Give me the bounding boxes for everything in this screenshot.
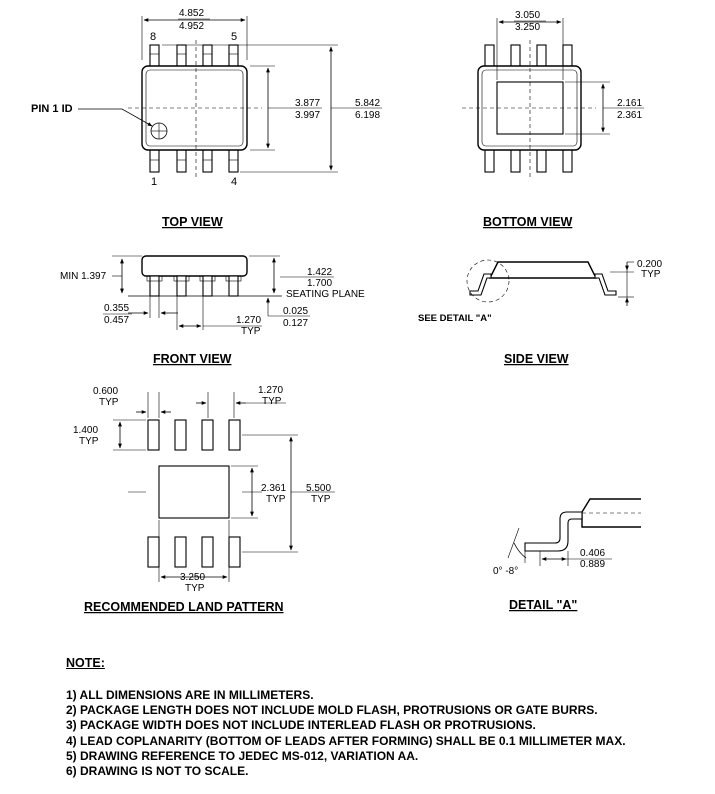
front-view-leads [146,275,242,297]
detail-a-callout-circle [466,259,510,303]
land-pad-w-typ: TYP [99,397,119,408]
land-pitch-typ: TYP [262,396,282,407]
land-pad-h-typ: TYP [79,436,99,447]
pin-1-id-label: PIN 1 ID [31,103,73,115]
bottom-view-leads [484,44,573,173]
bottom-pad-w-max: 3.250 [515,22,540,33]
note-item: 3) PACKAGE WIDTH DOES NOT INCLUDE INTERL… [66,718,536,733]
side-view-left-lead [469,273,492,296]
side-lead-t-typ: TYP [641,269,661,280]
front-standoff: MIN 1.397 [60,271,107,282]
top-view-upper-leads [149,44,239,68]
land-pad-h: 1.400 [73,425,98,436]
front-lead-w-max: 0.457 [104,315,129,326]
note-item: 4) LEAD COPLANARITY (BOTTOM OF LEADS AFT… [66,733,626,748]
land-pitch: 1.270 [258,385,283,396]
side-view-title: SIDE VIEW [504,352,569,366]
land-pattern-center-pad [158,465,230,519]
pin-5-label: 5 [231,31,237,43]
front-view: MIN 1.397 1.422 1.700 SEATING PLANE 0.35… [60,255,365,366]
top-view-lower-leads [149,147,239,173]
front-view-title: FRONT VIEW [153,352,232,366]
land-center-w: 3.250 [180,572,205,583]
top-view: PIN 1 ID 8 5 1 4 4.852 4.952 3.877 3.997… [31,8,382,229]
front-standoff2-min: 0.025 [283,306,308,317]
note-item: 1) ALL DIMENSIONS ARE IN MILLIMETERS. [66,688,314,702]
top-view-title: TOP VIEW [162,215,223,229]
notes-section: NOTE: 1) ALL DIMENSIONS ARE IN MILLIMETE… [66,656,706,779]
land-center-h: 2.361 [261,483,286,494]
bottom-pad-h-min: 2.161 [617,98,642,109]
side-lead-t: 0.200 [637,259,662,270]
side-view-right-lead [594,273,617,296]
front-pitch-typ: TYP [241,326,261,337]
notes-heading: NOTE: [66,656,105,670]
land-total-h: 5.500 [306,483,331,494]
detail-a-title: DETAIL "A" [509,598,577,612]
note-item: 2) PACKAGE LENGTH DOES NOT INCLUDE MOLD … [66,703,598,718]
front-view-package-body [141,255,248,277]
bottom-pad-w-min: 3.050 [515,10,540,21]
bottom-view-title: BOTTOM VIEW [483,215,573,229]
see-detail-a-label: SEE DETAIL "A" [418,313,492,324]
land-center-w-typ: TYP [185,583,205,594]
land-pattern-title: RECOMMENDED LAND PATTERN [84,600,284,614]
bottom-view: 3.050 3.250 2.161 2.361 BOTTOM VIEW [462,10,644,229]
detail-a: 0° -8° 0.406 0.889 DETAIL "A" [493,498,641,612]
land-pattern-lower-pads [147,536,241,568]
front-pitch: 1.270 [236,315,261,326]
front-standoff2-max: 0.127 [283,318,308,329]
top-width-min: 4.852 [179,8,204,19]
top-total-min: 5.842 [355,98,380,109]
pin-8-label: 8 [150,31,156,43]
land-center-h-typ: TYP [266,494,286,505]
seating-plane-label: SEATING PLANE [286,289,365,300]
land-pattern-upper-pads [147,419,241,451]
top-body-max: 3.997 [295,110,320,121]
detail-angle: 0° -8° [493,566,518,577]
side-view: 0.200 TYP SEE DETAIL "A" SIDE VIEW [418,259,662,366]
side-view-package-body [488,261,598,279]
top-width-max: 4.952 [179,21,204,32]
detail-a-lead [524,511,583,552]
front-lead-w-min: 0.355 [104,303,129,314]
front-height-min: 1.422 [307,267,332,278]
bottom-pad-h-max: 2.361 [617,110,642,121]
top-total-max: 6.198 [355,110,380,121]
note-item: 6) DRAWING IS NOT TO SCALE. [66,764,249,779]
top-body-min: 3.877 [295,98,320,109]
note-item: 5) DRAWING REFERENCE TO JEDEC MS-012, VA… [66,748,419,763]
notes-list: 1) ALL DIMENSIONS ARE IN MILLIMETERS. 2)… [66,688,706,779]
pin-1-label: 1 [151,176,157,188]
land-pad-w: 0.600 [93,386,118,397]
front-height-max: 1.700 [307,278,332,289]
pin-4-label: 4 [231,176,237,188]
detail-foot-min: 0.406 [580,548,605,559]
land-pattern: 0.600 TYP 1.270 TYP 1.400 TYP 2.361 TYP … [73,385,335,614]
detail-foot-max: 0.889 [580,559,605,570]
land-total-h-typ: TYP [311,494,331,505]
